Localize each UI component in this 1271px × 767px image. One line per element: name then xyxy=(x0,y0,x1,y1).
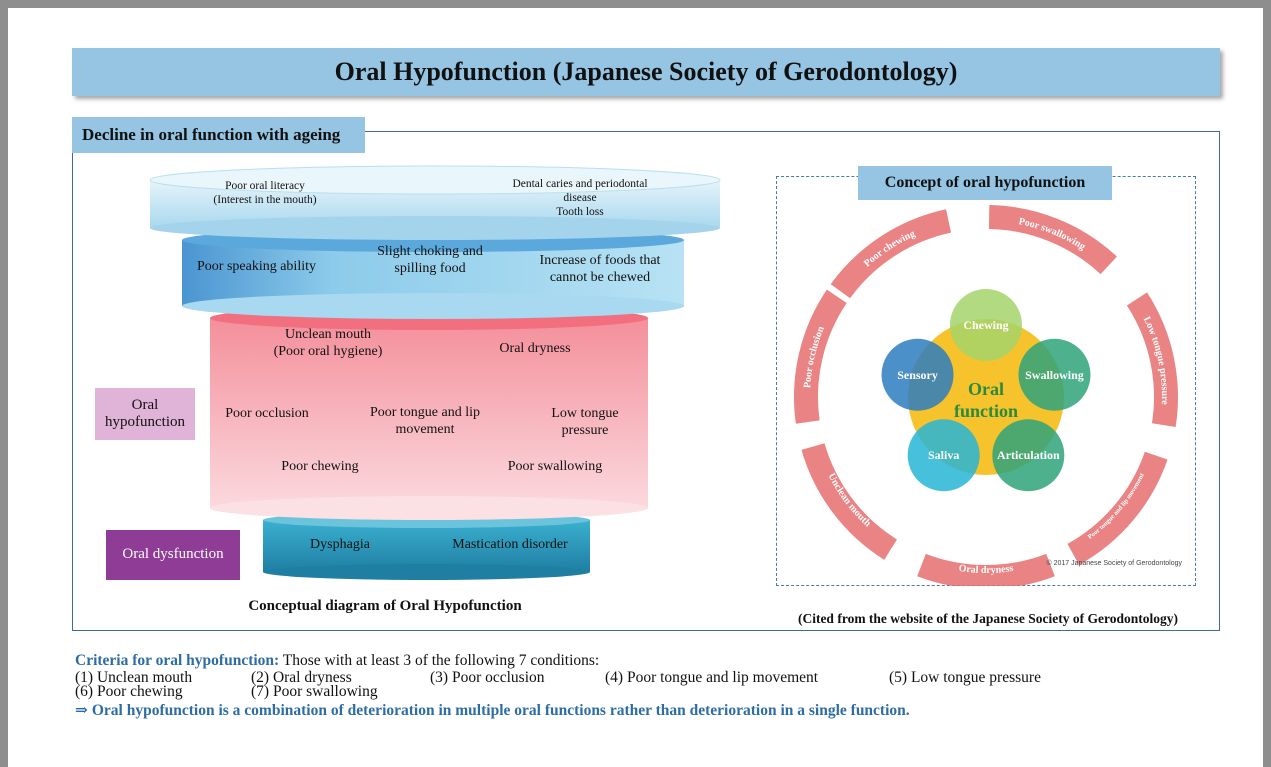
conclusion-text: ⇒ Oral hypofunction is a combination of … xyxy=(75,702,910,719)
tier3-line: Poor swallowing xyxy=(507,459,603,474)
condition-item: (1) Unclean mouth xyxy=(75,669,193,686)
tier3-line: movement xyxy=(395,421,455,437)
tier2-item: Increase of foods that cannot be chewed xyxy=(515,253,685,287)
function-circle-label: Swallowing xyxy=(1025,368,1084,382)
criteria-text: Those with at least 3 of the following 7… xyxy=(279,652,600,669)
funnel-caption: Conceptual diagram of Oral Hypofunction xyxy=(248,598,522,614)
tier1-right-line: Tooth loss xyxy=(556,205,604,218)
tier3-line: Poor tongue and lip xyxy=(369,405,481,420)
condition-item: (6) Poor chewing xyxy=(75,683,183,700)
tier1-left-line: Poor oral literacy xyxy=(225,180,305,192)
center-label-line: function xyxy=(954,401,1018,421)
funnel-diagram xyxy=(149,165,721,580)
function-circle-label: Sensory xyxy=(897,368,938,382)
arc-segment xyxy=(794,289,847,424)
tier2-item: Slight choking and spilling food xyxy=(355,244,505,278)
condition-item: (3) Poor occlusion xyxy=(430,669,545,686)
tier1-left-line: (Interest in the mouth) xyxy=(213,193,317,206)
tier3-line: (Poor oral hygiene) xyxy=(273,343,383,359)
center-label-line: Oral xyxy=(968,379,1004,399)
tier1-right-line: disease xyxy=(563,191,597,204)
arc-segment xyxy=(830,209,952,299)
tier3-item: Poor swallowing xyxy=(485,459,625,476)
function-circle-label: Articulation xyxy=(997,448,1060,462)
tier2-line: spilling food xyxy=(394,260,466,276)
criteria-line: Criteria for oral hypofunction: Those wi… xyxy=(75,652,599,669)
function-circle xyxy=(907,419,980,492)
arc-segment xyxy=(917,553,1055,586)
function-circle-label: Chewing xyxy=(963,318,1008,332)
oral-hypofunction-label: Oral hypofunction xyxy=(95,388,195,440)
tier1-right-text: Dental caries and periodontal disease To… xyxy=(480,178,680,219)
tier3-line: Oral dryness xyxy=(499,341,571,356)
arc-segment xyxy=(1067,451,1168,565)
condition-item: (5) Low tongue pressure xyxy=(889,669,1041,686)
section-label: Decline in oral function with ageing xyxy=(72,117,365,153)
arc-segment xyxy=(801,443,897,560)
tier3-line: Low tongue xyxy=(551,406,619,421)
frame-left-border xyxy=(0,0,8,767)
tier2-line: Increase of foods that xyxy=(539,253,661,268)
tier3-line: Poor chewing xyxy=(281,459,359,474)
tier2-item: Poor speaking ability xyxy=(184,259,329,276)
function-circle-label: Saliva xyxy=(928,448,959,462)
tier3-line: Poor occlusion xyxy=(225,406,309,421)
frame-right-border xyxy=(1263,0,1271,767)
tier3-item: Poor chewing xyxy=(260,459,380,476)
tier3-line: Unclean mouth xyxy=(285,327,371,342)
tier2-line: Slight choking and xyxy=(377,244,483,259)
concept-copyright: © 2017 Japanese Society of Gerodontology xyxy=(1046,559,1182,567)
arc-segment xyxy=(1126,292,1178,428)
condition-item: (7) Poor swallowing xyxy=(251,683,378,700)
tier2-line: cannot be chewed xyxy=(549,269,651,285)
tier3-line: pressure xyxy=(561,422,609,438)
diagram-panel xyxy=(72,131,1220,631)
tier2-line: Poor speaking ability xyxy=(197,259,316,274)
frame-top-border xyxy=(0,0,1271,8)
criteria-head: Criteria for oral hypofunction: xyxy=(75,652,280,669)
function-circle xyxy=(1018,338,1091,411)
function-circle xyxy=(992,419,1065,492)
tier3-item: Unclean mouth (Poor oral hygiene) xyxy=(248,327,408,361)
tier3-item: Poor tongue and lip movement xyxy=(350,405,500,439)
tier1-left-text: Poor oral literacy (Interest in the mout… xyxy=(180,180,350,208)
concept-title: Concept of oral hypofunction xyxy=(858,166,1112,200)
tier1-band xyxy=(149,165,721,240)
tier3-item: Oral dryness xyxy=(470,341,600,358)
tier4-item: Mastication disorder xyxy=(452,537,568,552)
function-circle xyxy=(881,338,954,411)
arc-label: Oral dryness xyxy=(958,563,1014,576)
condition-item: (2) Oral dryness xyxy=(251,669,352,686)
citation-text: (Cited from the website of the Japanese … xyxy=(797,611,1179,626)
condition-item: (4) Poor tongue and lip movement xyxy=(605,669,819,686)
oral-dysfunction-label: Oral dysfunction xyxy=(106,530,240,580)
tier4-item: Dysphagia xyxy=(310,537,370,552)
arc-segment xyxy=(988,205,1117,275)
tier3-item: Poor occlusion xyxy=(212,406,322,423)
function-circle xyxy=(950,289,1022,361)
tier1-right-line: Dental caries and periodontal xyxy=(512,178,648,190)
page-title: Oral Hypofunction (Japanese Society of G… xyxy=(72,48,1220,96)
tier3-item: Low tongue pressure xyxy=(520,406,650,440)
